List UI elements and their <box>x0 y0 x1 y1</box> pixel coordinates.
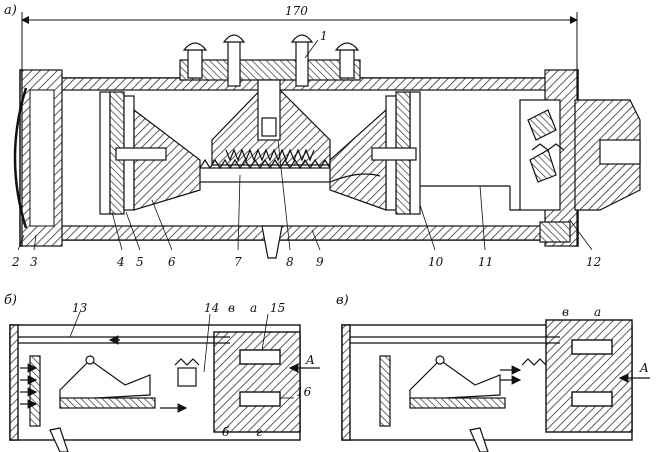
part-labels-b: 13 14 15 16 в а A б г <box>72 301 315 439</box>
part-label-14: 14 <box>204 301 219 315</box>
part-label-4: 4 <box>116 255 125 269</box>
flow-letter-a-b: а <box>250 301 257 315</box>
adjust-screws <box>179 34 361 87</box>
section-b: б) <box>4 293 320 452</box>
part-label-15: 15 <box>270 301 285 315</box>
part-label-11: 11 <box>478 255 493 269</box>
part-label-10: 10 <box>428 255 444 269</box>
flow-letter-v-v: в <box>562 305 569 319</box>
connector-fitting <box>539 99 641 243</box>
flow-letter-A-v: A <box>639 361 649 375</box>
mechanism-v <box>379 355 547 452</box>
part-labels-a: 1 2 3 4 5 6 7 8 9 10 11 12 <box>11 29 601 269</box>
part-label-13: 13 <box>72 301 88 315</box>
left-diaphragm <box>99 91 201 215</box>
flow-letter-g-b: г <box>256 425 262 439</box>
pointer-stem <box>261 225 283 259</box>
flow-letter-v-b: в <box>228 301 235 315</box>
part-label-8: 8 <box>286 255 294 269</box>
flow-letter-a-v: а <box>594 305 601 319</box>
part-label-6: 6 <box>168 255 176 269</box>
flow-arrows-v <box>500 365 650 385</box>
leader-lines-b <box>69 311 294 399</box>
part-label-12: 12 <box>586 255 601 269</box>
part-label-5: 5 <box>136 255 144 269</box>
section-v-label: в) <box>336 293 349 308</box>
part-label-3: 3 <box>30 255 38 269</box>
dimension-line <box>21 12 578 70</box>
part-label-7: 7 <box>234 255 242 269</box>
housing-b <box>9 324 301 441</box>
spring-lever <box>329 99 565 211</box>
part-label-1: 1 <box>320 29 328 43</box>
flow-letter-b-b: б <box>222 425 230 439</box>
section-a: a) 170 <box>4 3 641 269</box>
mechanism-b <box>29 355 200 452</box>
part-label-16: 16 <box>296 385 312 399</box>
dimension-label: 170 <box>285 4 308 18</box>
part-label-9: 9 <box>316 255 324 269</box>
flow-letters-v: в а A <box>562 305 649 375</box>
leader-lines <box>17 39 593 251</box>
section-b-label: б) <box>4 293 17 308</box>
housing-v <box>341 319 633 441</box>
bypass-tube-b <box>18 335 230 345</box>
flow-arrows-b <box>20 363 320 413</box>
end-window <box>13 87 28 229</box>
flow-letter-A-b: A <box>305 353 315 367</box>
section-v: в) в а A <box>336 293 650 452</box>
bypass-tube-v <box>350 336 560 344</box>
part-label-2: 2 <box>11 255 20 269</box>
right-diaphragm <box>329 91 421 215</box>
central-gear-block <box>211 79 331 166</box>
section-a-label: a) <box>4 3 17 18</box>
